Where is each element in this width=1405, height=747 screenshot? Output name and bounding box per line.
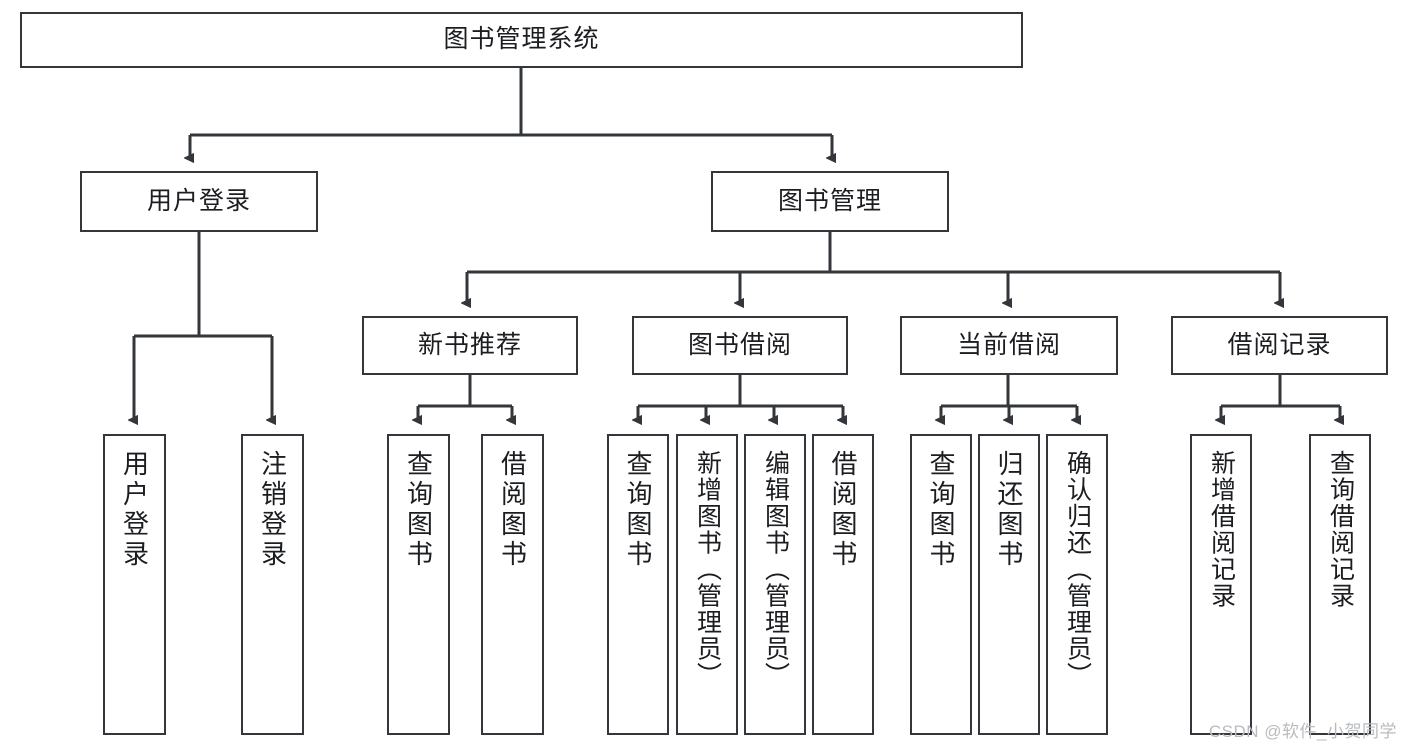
node-leaf-borrow-book-2-label: 借阅图书	[828, 450, 858, 570]
node-leaf-add-record[interactable]: 新增借阅记录	[1190, 434, 1252, 735]
node-leaf-add-book-label: 新增图书（管理员）	[693, 450, 722, 689]
node-leaf-user-login[interactable]: 用户登录	[103, 434, 166, 735]
node-current-borrow[interactable]: 当前借阅	[900, 316, 1118, 375]
node-book-borrow-label: 图书借阅	[687, 330, 792, 359]
node-leaf-query-record[interactable]: 查询借阅记录	[1309, 434, 1371, 735]
node-book-manage-label: 图书管理	[777, 186, 882, 215]
node-leaf-query-book-2[interactable]: 查询图书	[607, 434, 669, 735]
node-leaf-confirm-return[interactable]: 确认归还（管理员）	[1046, 434, 1108, 735]
node-book-manage[interactable]: 图书管理	[711, 171, 949, 232]
node-leaf-edit-book-label: 编辑图书（管理员）	[761, 450, 790, 689]
csdn-watermark: CSDN @软件_小贺同学	[1208, 722, 1397, 741]
node-leaf-edit-book[interactable]: 编辑图书（管理员）	[744, 434, 806, 735]
node-leaf-borrow-book-1-label: 借阅图书	[497, 450, 528, 570]
node-leaf-query-book-3-label: 查询图书	[926, 450, 956, 570]
node-user-login-label: 用户登录	[146, 186, 251, 215]
node-leaf-user-login-label: 用户登录	[119, 450, 150, 570]
node-leaf-query-book-1[interactable]: 查询图书	[387, 434, 450, 735]
node-leaf-query-book-2-label: 查询图书	[623, 450, 653, 570]
node-leaf-logout[interactable]: 注销登录	[241, 434, 304, 735]
node-leaf-query-record-label: 查询借阅记录	[1326, 450, 1355, 609]
node-leaf-add-book[interactable]: 新增图书（管理员）	[676, 434, 738, 735]
node-borrow-record[interactable]: 借阅记录	[1171, 316, 1388, 375]
node-leaf-confirm-return-label: 确认归还（管理员）	[1063, 450, 1092, 689]
node-leaf-borrow-book-1[interactable]: 借阅图书	[481, 434, 544, 735]
node-current-borrow-label: 当前借阅	[956, 330, 1061, 359]
node-new-book-rec-label: 新书推荐	[417, 330, 522, 359]
node-root-label: 图书管理系统	[443, 25, 600, 54]
node-borrow-record-label: 借阅记录	[1227, 330, 1332, 359]
node-leaf-query-book-1-label: 查询图书	[403, 450, 434, 570]
node-leaf-return-book[interactable]: 归还图书	[978, 434, 1040, 735]
node-leaf-borrow-book-2[interactable]: 借阅图书	[812, 434, 874, 735]
node-leaf-add-record-label: 新增借阅记录	[1207, 450, 1236, 609]
node-leaf-logout-label: 注销登录	[257, 450, 288, 570]
node-user-login[interactable]: 用户登录	[80, 171, 318, 232]
node-leaf-return-book-label: 归还图书	[994, 450, 1024, 570]
node-leaf-query-book-3[interactable]: 查询图书	[910, 434, 972, 735]
node-root[interactable]: 图书管理系统	[20, 12, 1023, 68]
node-book-borrow[interactable]: 图书借阅	[632, 316, 848, 375]
node-new-book-rec[interactable]: 新书推荐	[362, 316, 578, 375]
